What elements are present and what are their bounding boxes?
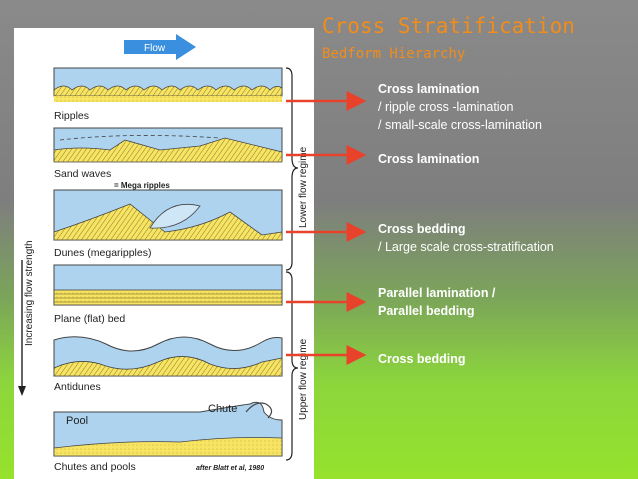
- slide-subtitle: Bedform Hierarchy: [322, 46, 466, 62]
- label-ripples: Cross lamination / ripple cross -laminat…: [378, 80, 542, 134]
- panel-label-plane-bed: Plane (flat) bed: [54, 313, 125, 325]
- panel-label-ripples: Ripples: [54, 110, 89, 122]
- panel-plane-bed: [53, 264, 283, 306]
- flow-arrow: [124, 34, 196, 60]
- panel-chutes-pools: [53, 401, 283, 457]
- flow-label: Flow: [144, 43, 166, 54]
- label-dunes: Cross bedding / Large scale cross-strati…: [378, 220, 554, 256]
- figure-credit: after Blatt et al, 1980: [196, 465, 264, 472]
- panel-ripples: [53, 67, 283, 102]
- label-plane-bed: Parallel lamination / Parallel bedding: [378, 284, 495, 320]
- label-sand-waves: Cross lamination: [378, 150, 479, 168]
- mega-ripples-note: = Mega ripples: [114, 181, 170, 190]
- flow-strength-arrow: [18, 260, 26, 396]
- upper-regime-label: Upper flow regime: [298, 338, 309, 420]
- panel-dunes: [53, 189, 283, 241]
- label-plane-bed-main2: Parallel bedding: [378, 304, 475, 318]
- label-sand-waves-main: Cross lamination: [378, 152, 480, 166]
- label-ripples-line2: / small-scale cross-lamination: [378, 118, 542, 132]
- lower-regime-label: Lower flow regime: [298, 146, 309, 228]
- pool-label: Pool: [66, 415, 88, 427]
- panel-label-antidunes: Antidunes: [54, 381, 101, 393]
- label-ripples-main: Cross lamination: [378, 82, 480, 96]
- increasing-flow-label: Increasing flow strength: [24, 240, 35, 346]
- label-dunes-main: Cross bedding: [378, 222, 466, 236]
- label-ripples-line1: / ripple cross -lamination: [378, 100, 514, 114]
- label-dunes-line1: / Large scale cross-stratification: [378, 240, 554, 254]
- label-antidunes-main: Cross bedding: [378, 352, 466, 366]
- regime-brackets: [285, 67, 299, 461]
- label-plane-bed-main: Parallel lamination /: [378, 286, 496, 300]
- slide-title: Cross Stratification: [322, 14, 575, 38]
- panel-antidunes: [53, 336, 283, 377]
- label-antidunes: Cross bedding: [378, 350, 466, 368]
- panel-label-sand-waves: Sand waves: [54, 168, 111, 180]
- chute-label: Chute: [208, 403, 237, 415]
- panel-label-dunes: Dunes (megaripples): [54, 247, 151, 259]
- panel-sand-waves: [53, 127, 283, 163]
- panel-label-chutes-pools: Chutes and pools: [54, 461, 136, 473]
